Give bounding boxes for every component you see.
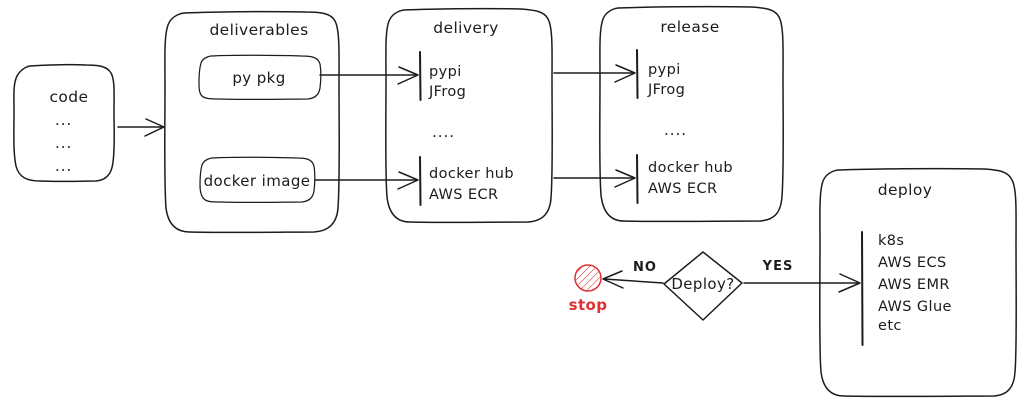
edge-code-to-deliverables (117, 118, 165, 137)
deploy-item-k8s: k8s (878, 233, 904, 249)
node-code[interactable] (13, 63, 115, 183)
node-release[interactable] (599, 5, 784, 223)
release-title: release (660, 18, 719, 36)
delivery-separator: .... (432, 123, 455, 141)
delivery-item-awsecr: AWS ECR (429, 187, 498, 203)
delivery-item-dockerhub: docker hub (429, 166, 514, 182)
code-line-2: ... (55, 134, 72, 152)
edge-delivery-to-release-top (553, 64, 636, 83)
edge-delivery-to-release-bottom (553, 169, 636, 188)
edge-label-no: NO (633, 260, 657, 275)
deploy-item-aws-emr: AWS EMR (878, 277, 950, 293)
release-separator: .... (664, 121, 687, 139)
release-tick-b (636, 154, 639, 204)
docker-image-label: docker image (204, 172, 311, 190)
code-line-1: ... (55, 111, 72, 129)
deploy-tick (861, 231, 864, 346)
node-stop[interactable] (574, 264, 602, 292)
stop-label: stop (569, 296, 608, 314)
delivery-item-jfrog: JFrog (428, 84, 466, 100)
node-deliverables[interactable] (164, 10, 340, 234)
edge-label-yes: YES (762, 259, 794, 274)
node-docker-image[interactable] (199, 156, 316, 204)
py-pkg-label: py pkg (232, 69, 285, 87)
node-decision-deploy[interactable] (663, 251, 743, 321)
release-item-awsecr: AWS ECR (648, 181, 717, 197)
edge-dockerimage-to-delivery (314, 171, 419, 190)
deliverables-title: deliverables (209, 21, 308, 39)
node-deploy[interactable] (819, 167, 1017, 398)
edge-pypkg-to-delivery (319, 66, 419, 85)
code-line-3: ... (55, 157, 72, 175)
code-title: code (50, 88, 89, 106)
release-item-pypi: pypi (648, 62, 681, 78)
deploy-item-aws-ecs: AWS ECS (878, 255, 947, 271)
deploy-item-etc: etc (878, 318, 902, 334)
release-tick-a (636, 49, 639, 99)
release-item-dockerhub: docker hub (648, 160, 733, 176)
edge-decision-to-stop (602, 270, 664, 289)
decision-label: Deploy? (671, 275, 734, 293)
delivery-title: delivery (433, 19, 498, 37)
deploy-title: deploy (878, 181, 933, 199)
delivery-tick-b (419, 156, 422, 206)
edge-decision-to-deploy (743, 273, 861, 293)
delivery-item-pypi: pypi (429, 64, 462, 80)
release-item-jfrog: JFrog (647, 82, 685, 98)
node-py-pkg[interactable] (198, 54, 322, 101)
delivery-tick-a (419, 51, 422, 101)
node-delivery[interactable] (385, 7, 553, 224)
deploy-item-aws-glue: AWS Glue (878, 299, 952, 315)
